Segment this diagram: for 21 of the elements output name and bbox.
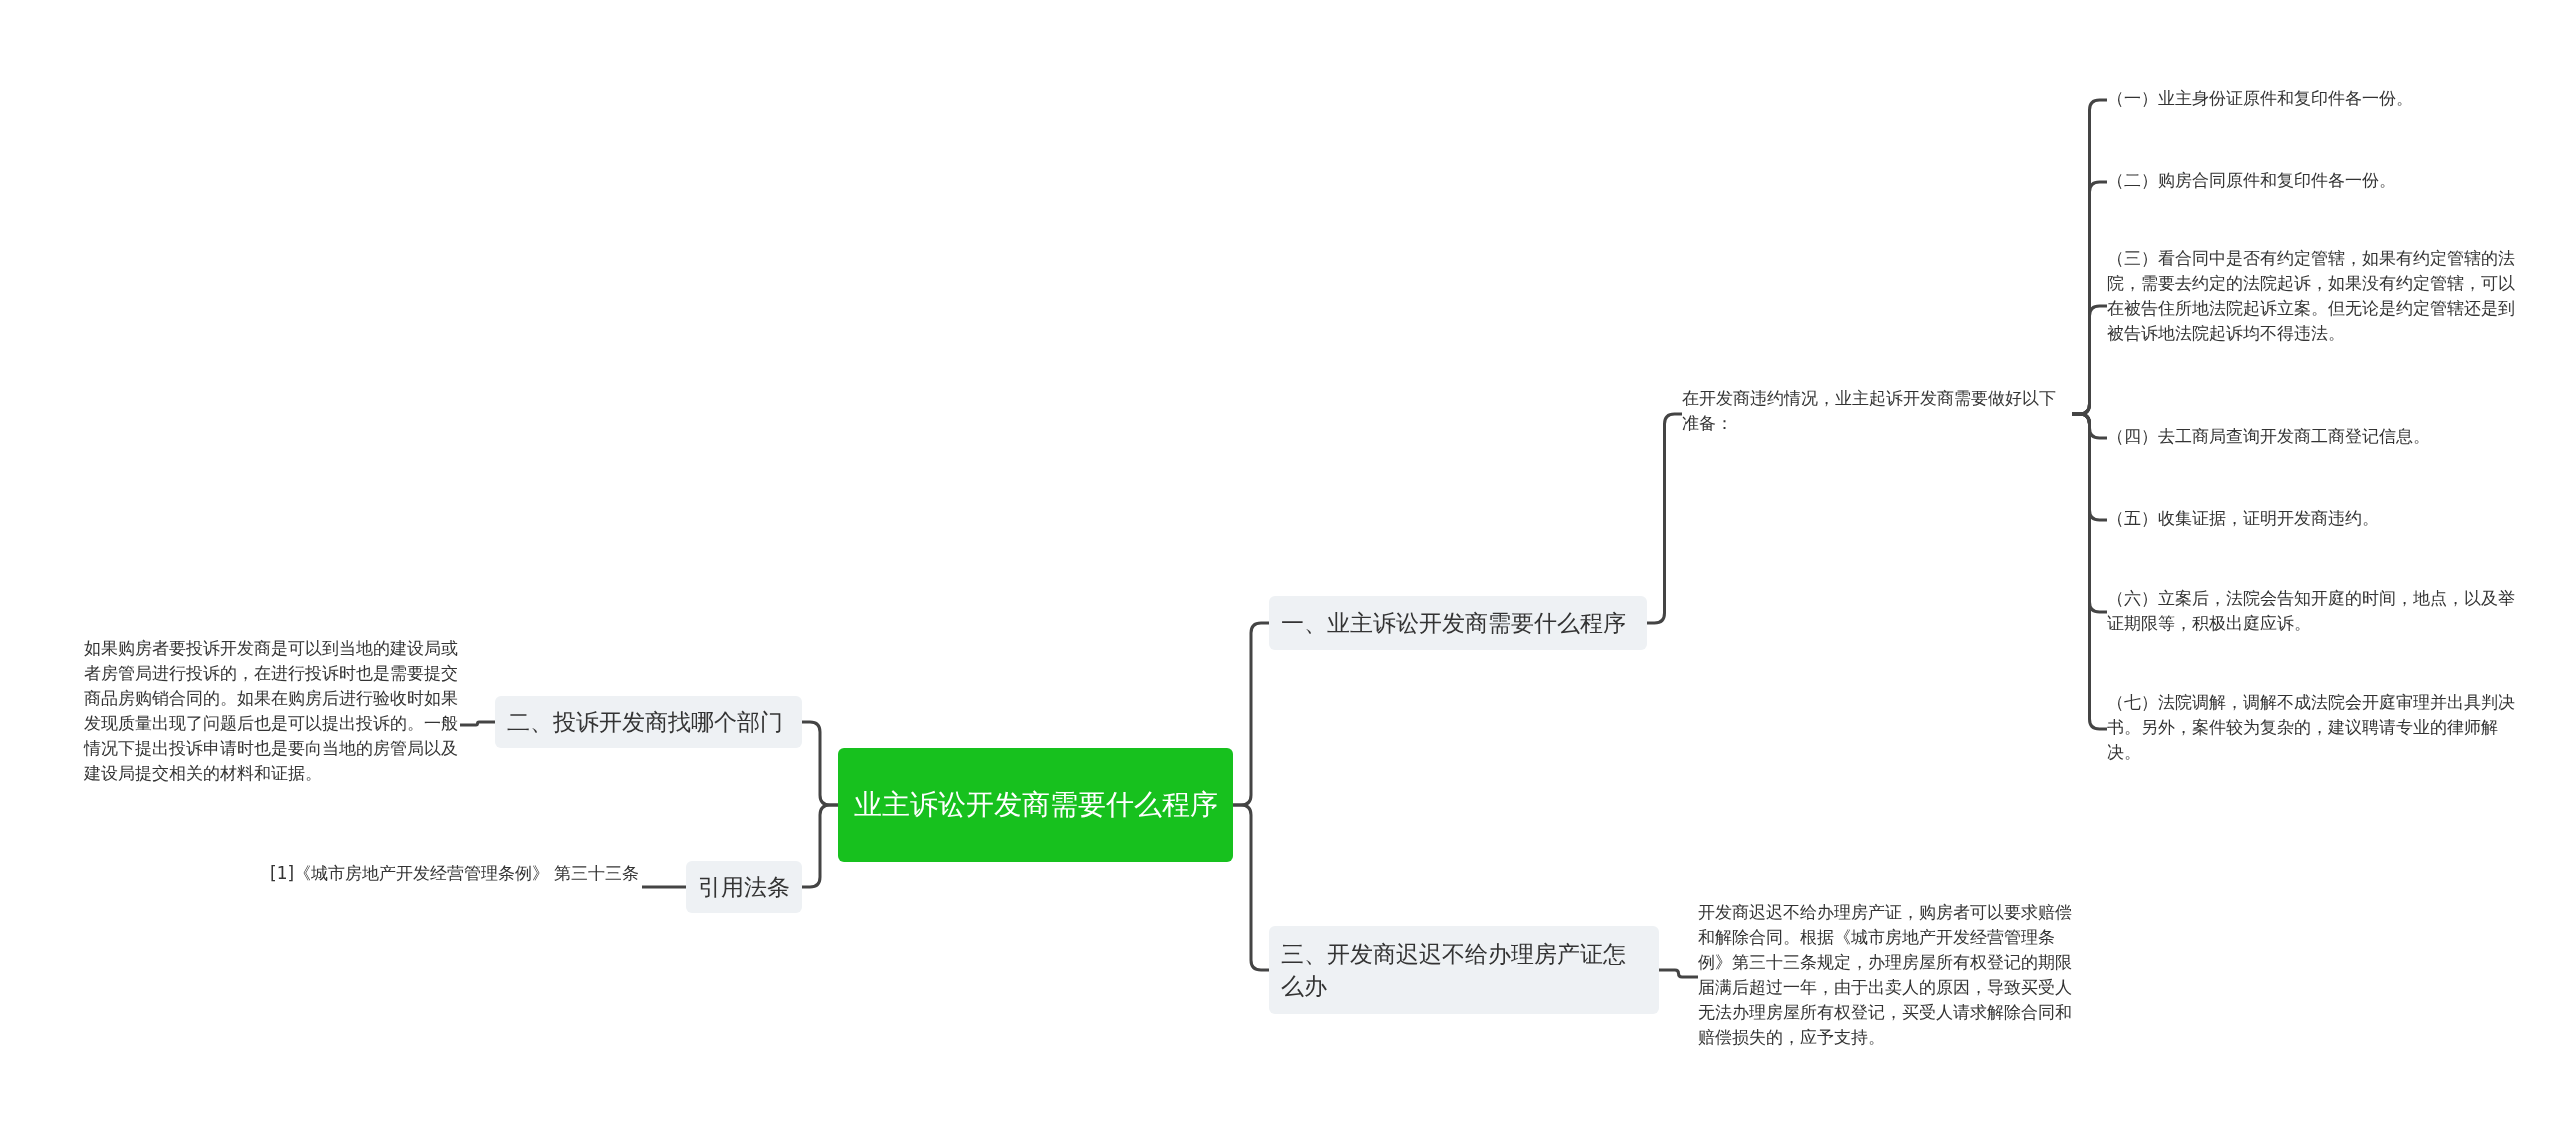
note-text: （五）收集证据，证明开发商违约。 bbox=[2107, 506, 2527, 534]
topic-box: 一、业主诉讼开发商需要什么程序 bbox=[1269, 596, 1647, 650]
note-text: [1]《城市房地产开发经营管理条例》 第三十三条 bbox=[270, 861, 642, 913]
note-text: （四）去工商局查询开发商工商登记信息。 bbox=[2107, 424, 2527, 452]
note-text: 开发商迟迟不给办理房产证，购房者可以要求赔偿和解除合同。根据《城市房地产开发经营管理条例》第三十三条规定，办理房屋所有权登记的期限届满后超过一年，由于出卖人的原因，导致买受人无法办理房屋所有权登记，买受人请求解除合同和赔偿损失的，应予支持。 bbox=[1698, 900, 2086, 1054]
note-text: （七）法院调解，调解不成法院会开庭审理并出具判决书。另外，案件较为复杂的，建议聘请专业的律师解决。 bbox=[2107, 690, 2527, 768]
note-text: 在开发商违约情况，业主起诉开发商需要做好以下准备： bbox=[1682, 386, 2072, 442]
central-topic-box: 业主诉讼开发商需要什么程序 bbox=[838, 748, 1233, 862]
note-text: （三）看合同中是否有约定管辖，如果有约定管辖的法院，需要去约定的法院起诉，如果没有约定管辖，可以在被告住所地法院起诉立案。但无论是约定管辖还是到被告诉地法院起诉均不得违法。 bbox=[2107, 246, 2527, 374]
connector-line bbox=[1233, 803, 1269, 972]
topic-box: 二、投诉开发商找哪个部门 bbox=[495, 696, 802, 748]
connector-line bbox=[1659, 968, 1698, 979]
note-text: 如果购房者要投诉开发商是可以到当地的建设局或者房管局进行投诉的，在进行投诉时也是需要提交商品房购销合同的。如果在购房后进行验收时如果发现质量出现了问题后也是可以提出投诉的。一般情况下提出投诉申请时也是要向当地的房管局以及建设局提交相关的材料和证据。 bbox=[84, 636, 460, 814]
note-text: （六）立案后，法院会告知开庭的时间，地点，以及举证期限等，积极出庭应诉。 bbox=[2107, 586, 2527, 638]
connector-line bbox=[802, 803, 838, 889]
note-text: （一）业主身份证原件和复印件各一份。 bbox=[2107, 86, 2527, 114]
connector-line bbox=[642, 885, 686, 889]
note-text: （二）购房合同原件和复印件各一份。 bbox=[2107, 168, 2527, 196]
topic-box: 引用法条 bbox=[686, 861, 802, 913]
topic-box: 三、开发商迟迟不给办理房产证怎么办 bbox=[1269, 926, 1659, 1014]
connector-line bbox=[460, 720, 495, 727]
